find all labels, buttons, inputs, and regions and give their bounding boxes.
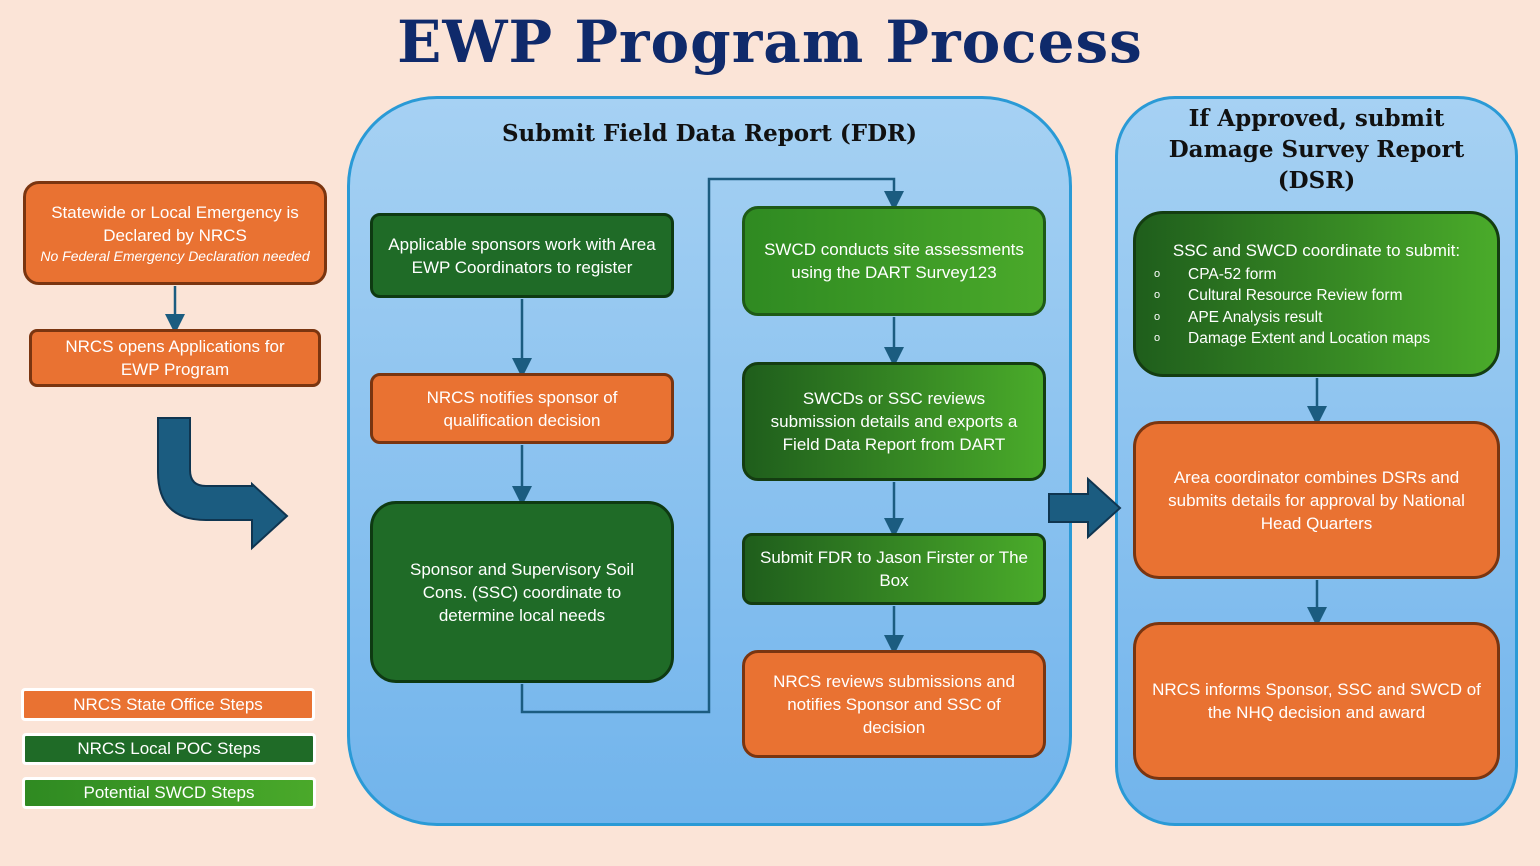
fdr-step-coordinate: Sponsor and Supervisory Soil Cons. (SSC)… <box>370 501 674 683</box>
emergency-declared-step: Statewide or Local Emergency is Declared… <box>23 181 327 285</box>
fdr-step-review-export: SWCDs or SSC reviews submission details … <box>742 362 1046 481</box>
step-text: NRCS notifies sponsor of qualification d… <box>426 387 618 430</box>
list-item: o CPA-52 form <box>1154 264 1479 286</box>
legend-local-poc: NRCS Local POC Steps <box>22 733 316 765</box>
curved-arrow-icon <box>157 417 289 551</box>
bullet-icon: o <box>1154 310 1161 323</box>
list-item: o Damage Extent and Location maps <box>1154 328 1479 350</box>
item-text: APE Analysis result <box>1188 308 1323 326</box>
step-text: Statewide or Local Emergency is Declared… <box>51 202 299 245</box>
dsr-step-coordinate: SSC and SWCD coordinate to submit: o CPA-… <box>1133 211 1500 377</box>
legend-swcd: Potential SWCD Steps <box>22 777 316 809</box>
step-text: NRCS opens Applications for EWP Program <box>65 337 285 379</box>
fdr-step-assess: SWCD conducts site assessments using the… <box>742 206 1046 316</box>
dsr-step-inform: NRCS informs Sponsor, SSC and SWCD of th… <box>1133 622 1500 780</box>
open-applications-step: NRCS opens Applications for EWP Program <box>29 329 321 387</box>
step-text: Applicable sponsors work with Area EWP C… <box>388 234 656 277</box>
step-text: Area coordinator combines DSRs and submi… <box>1168 467 1465 533</box>
legend-state-office: NRCS State Office Steps <box>21 688 315 721</box>
bullet-icon: o <box>1154 289 1161 301</box>
step-text: Sponsor and Supervisory Soil Cons. (SSC)… <box>410 559 634 625</box>
dsr-title: If Approved, submit Damage Survey Report… <box>1168 105 1465 194</box>
step-note: No Federal Emergency Declaration needed <box>40 247 310 264</box>
step-text: SWCDs or SSC reviews submission details … <box>770 389 1018 454</box>
item-text: Cultural Resource Review form <box>1188 287 1403 304</box>
fdr-step-notify: NRCS notifies sponsor of qualification d… <box>370 373 674 444</box>
item-text: CPA-52 form <box>1188 265 1277 283</box>
step-text: Submit FDR to Jason Firster or The Box <box>760 548 1028 590</box>
list-item: o APE Analysis result <box>1154 307 1479 329</box>
page-title: EWP Program Process <box>397 8 1143 76</box>
step-text: NRCS reviews submissions and notifies Sp… <box>773 671 1015 737</box>
fdr-step-nrcs-review: NRCS reviews submissions and notifies Sp… <box>742 650 1046 758</box>
list-item: o Cultural Resource Review form <box>1154 285 1479 307</box>
step-text: NRCS informs Sponsor, SSC and SWCD of th… <box>1152 680 1481 722</box>
step-text: SWCD conducts site assessments using the… <box>764 240 1024 282</box>
right-arrow-icon <box>1048 476 1122 540</box>
dsr-step-combine: Area coordinator combines DSRs and submi… <box>1133 421 1500 579</box>
fdr-title: Submit Field Data Report (FDR) <box>501 120 918 147</box>
fdr-step-register: Applicable sponsors work with Area EWP C… <box>370 213 674 298</box>
bullet-icon: o <box>1154 332 1161 344</box>
bullet-icon: o <box>1154 267 1161 280</box>
fdr-step-submit: Submit FDR to Jason Firster or The Box <box>742 533 1046 605</box>
item-text: Damage Extent and Location maps <box>1188 330 1431 347</box>
step-heading: SSC and SWCD coordinate to submit: <box>1172 240 1461 260</box>
